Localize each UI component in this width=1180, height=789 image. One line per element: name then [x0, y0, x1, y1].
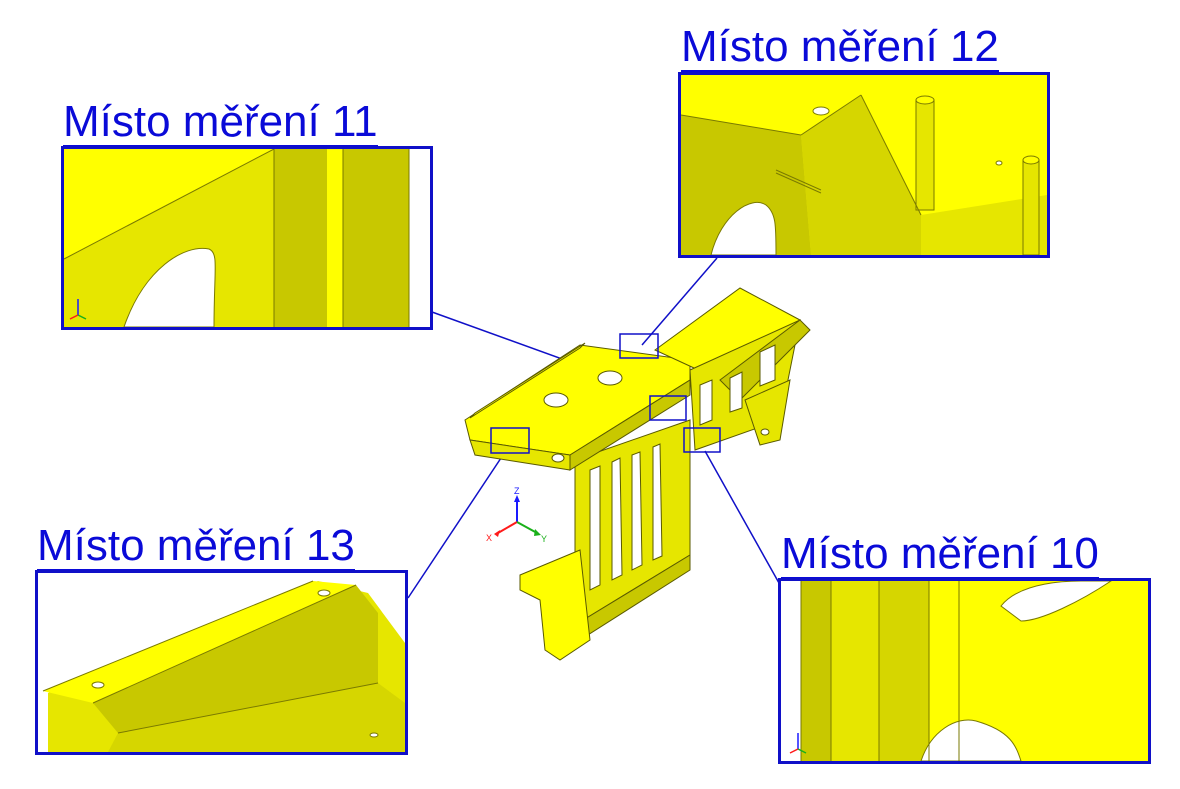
label-measurement-13: Místo měření 13: [37, 521, 355, 572]
axis-triad: Z X Y: [486, 486, 547, 544]
detail-view-11: [61, 146, 433, 330]
marker-10: [683, 427, 721, 453]
label-12-text: Místo měření 12: [681, 22, 999, 71]
label-10-text: Místo měření 10: [781, 529, 1099, 578]
measurement-markers: [490, 333, 721, 454]
leader-line-10: [704, 450, 780, 584]
axis-z-label: Z: [514, 486, 520, 496]
frame-assembly: [464, 287, 811, 661]
axis-x-label: X: [486, 533, 492, 543]
detail-view-13: [35, 570, 408, 755]
label-13-text: Místo měření 13: [37, 521, 355, 570]
label-measurement-10: Místo měření 10: [781, 529, 1099, 580]
label-11-text: Místo měření 11: [63, 97, 378, 146]
leader-line-13: [407, 451, 506, 599]
label-measurement-12: Místo měření 12: [681, 22, 999, 73]
detail-10-triad: [789, 733, 807, 754]
label-measurement-11: Místo měření 11: [63, 97, 378, 148]
axis-y-label: Y: [541, 534, 547, 544]
detail-view-12: [678, 72, 1050, 258]
detail-view-10: [778, 578, 1151, 764]
leader-line-12: [641, 257, 718, 346]
marker-11: [649, 395, 687, 421]
detail-11-triad: [69, 299, 87, 320]
label-12-underline: [681, 70, 999, 73]
marker-12: [619, 333, 659, 359]
marker-13: [490, 427, 530, 454]
